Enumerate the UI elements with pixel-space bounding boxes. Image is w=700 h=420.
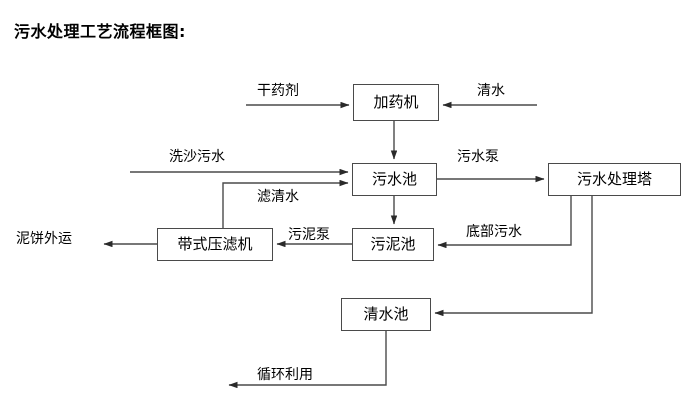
edge-label-sand-wash-sewage: 洗沙污水 [169, 149, 225, 165]
edge-belt-filter-press-to-sewage-pool [222, 179, 349, 228]
terminal-label-mud-cake-out: 泥饼外运 [16, 231, 72, 247]
edge-label-recycle-reuse: 循环利用 [257, 367, 313, 383]
node-sludge-pool[interactable]: 污泥池 [352, 228, 434, 261]
edge-label-filtered-water: 滤清水 [257, 189, 299, 205]
node-sewage-pool[interactable]: 污水池 [352, 163, 437, 196]
edge-label-sewage-pump: 污水泵 [457, 149, 499, 165]
edge-treatment-tower-to-clean-water-pool [434, 196, 593, 317]
node-treatment-tower[interactable]: 污水处理塔 [548, 163, 681, 196]
edge-label-clean-water-in: 清水 [477, 83, 505, 99]
node-dosing-machine[interactable]: 加药机 [353, 84, 439, 121]
edge-clean-water-pool-to-recycle [228, 331, 387, 389]
page-title: 污水处理工艺流程框图: [14, 22, 186, 41]
edge-label-dry-chemical: 干药剂 [257, 83, 299, 99]
node-clean-water-pool[interactable]: 清水池 [341, 298, 431, 331]
node-belt-filter-press[interactable]: 带式压滤机 [157, 228, 273, 261]
edge-label-bottom-sewage: 底部污水 [466, 224, 522, 240]
edge-treatment-tower-to-sludge-pool [437, 196, 572, 249]
edge-label-sludge-pump: 污泥泵 [288, 227, 330, 243]
